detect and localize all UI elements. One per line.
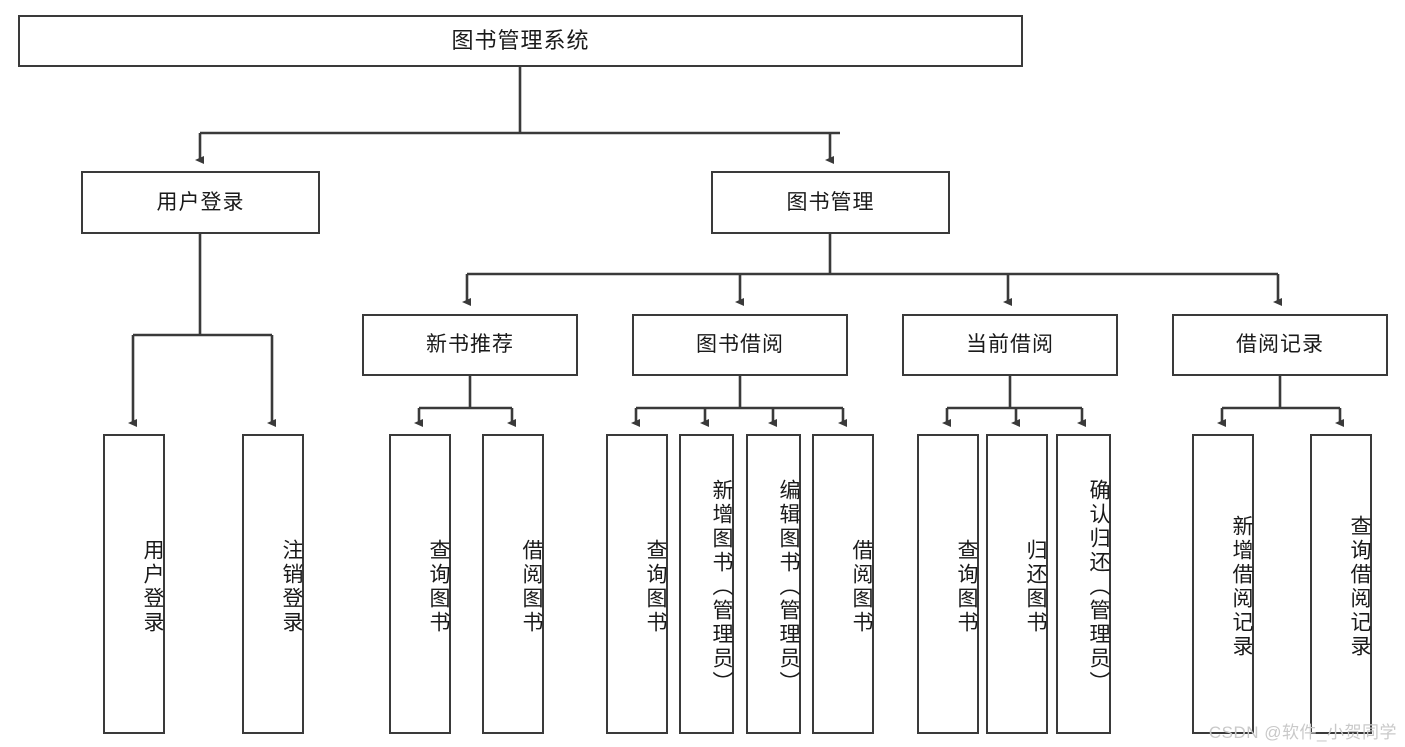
node-label: 图书借阅 [696,333,784,357]
node-label: 查询图书 [955,539,978,635]
node-borrow-record[interactable]: 借阅记录 [1172,314,1388,376]
leaf-return-book[interactable]: 归还图书 [986,434,1048,734]
leaf-logout[interactable]: 注销登录 [242,434,304,734]
node-root-system[interactable]: 图书管理系统 [18,15,1023,67]
leaf-confirm-return-admin[interactable]: 确认归还（管理员） [1056,434,1111,734]
node-label: 新增借阅记录 [1230,515,1253,659]
node-current-borrow[interactable]: 当前借阅 [902,314,1118,376]
node-user-login[interactable]: 用户登录 [81,171,320,234]
node-label: 新书推荐 [426,333,514,357]
node-label: 当前借阅 [966,333,1054,357]
node-book-management[interactable]: 图书管理 [711,171,950,234]
leaf-borrow-book[interactable]: 借阅图书 [812,434,874,734]
node-label: 用户登录 [141,539,164,635]
node-label: 查询借阅记录 [1348,515,1371,659]
node-label: 查询图书 [427,539,450,635]
leaf-edit-book-admin[interactable]: 编辑图书（管理员） [746,434,801,734]
node-label: 图书管理 [786,190,875,214]
node-label: 查询图书 [644,539,667,635]
leaf-add-borrow-record[interactable]: 新增借阅记录 [1192,434,1254,734]
node-book-borrow[interactable]: 图书借阅 [632,314,848,376]
node-label: 借阅图书 [520,539,543,635]
leaf-add-book-admin[interactable]: 新增图书（管理员） [679,434,734,734]
leaf-user-login[interactable]: 用户登录 [103,434,165,734]
node-label: 用户登录 [156,190,245,214]
node-new-book-recommend[interactable]: 新书推荐 [362,314,578,376]
leaf-query-book-recommend[interactable]: 查询图书 [389,434,451,734]
node-label: 确认归还（管理员） [1087,479,1110,695]
node-label: 借阅记录 [1236,333,1324,357]
leaf-query-borrow-record[interactable]: 查询借阅记录 [1310,434,1372,734]
node-label: 图书管理系统 [451,27,590,53]
leaf-query-book-borrow[interactable]: 查询图书 [606,434,668,734]
watermark: CSDN @软件_小贺同学 [1208,723,1397,742]
node-label: 归还图书 [1024,539,1047,635]
node-label: 新增图书（管理员） [710,479,733,695]
leaf-borrow-book-recommend[interactable]: 借阅图书 [482,434,544,734]
node-label: 编辑图书（管理员） [777,479,800,695]
leaf-query-book-current[interactable]: 查询图书 [917,434,979,734]
node-label: 借阅图书 [850,539,873,635]
node-label: 注销登录 [280,539,303,635]
